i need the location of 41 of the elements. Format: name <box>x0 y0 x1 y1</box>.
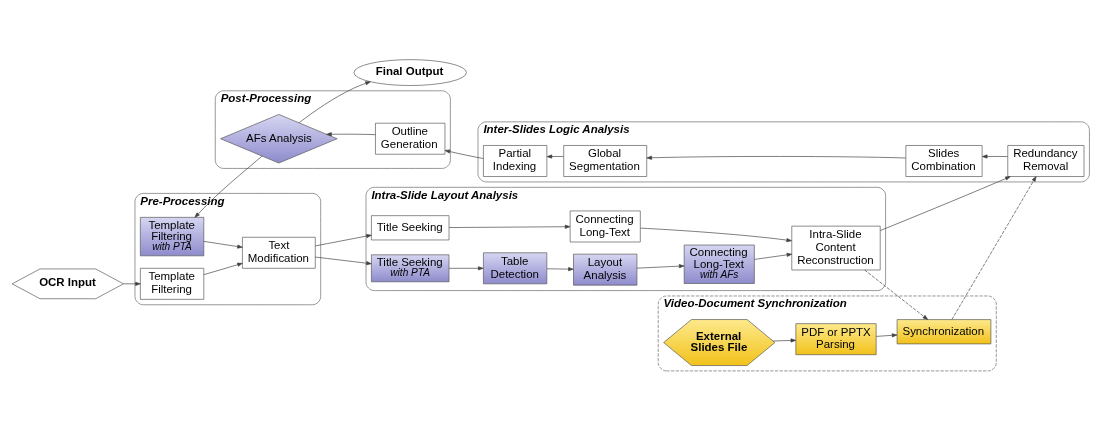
node-box: Intra-Slide Content Reconstruction <box>791 225 881 270</box>
node-box: Slides Combination <box>905 144 983 177</box>
arrow <box>123 281 141 286</box>
arrow <box>448 224 571 229</box>
arrow <box>203 262 243 275</box>
node-box: Global Segmentation <box>563 144 648 177</box>
arrow <box>298 80 371 123</box>
node-box: Outline Generation <box>375 122 446 155</box>
arrow <box>982 154 1008 158</box>
node-box: Connecting Long-Text <box>569 210 641 242</box>
node-box: Connecting Long-Text with AFs <box>683 244 755 284</box>
arrow <box>194 155 263 218</box>
arrow <box>444 149 484 159</box>
node-box: Table Detection <box>483 251 548 284</box>
node-box: Template Filtering <box>140 267 205 300</box>
arrow <box>546 154 564 158</box>
node-box: Redundancy Removal <box>1007 144 1085 177</box>
arrow <box>326 131 376 136</box>
arrow <box>951 175 1037 320</box>
node-box: Layout Analysis <box>573 253 638 286</box>
arrow <box>315 233 372 246</box>
arrow <box>203 240 243 249</box>
arrow <box>864 269 929 320</box>
arrow <box>754 252 793 260</box>
arrow <box>636 263 685 268</box>
arrow <box>880 175 1011 231</box>
arrow <box>772 338 797 342</box>
node-box: PDF or PPTX Parsing <box>795 322 877 355</box>
node-box: Synchronization <box>896 318 992 344</box>
node-diamond: AFs Analysis <box>220 113 338 163</box>
arrow <box>315 256 372 265</box>
node-box: Partial Indexing <box>483 144 548 177</box>
arrow <box>546 266 574 271</box>
node-box: Template Filtering with PTA <box>140 216 205 256</box>
arrow <box>646 155 906 160</box>
arrow <box>876 332 898 337</box>
node-box: Text Modification <box>242 236 316 269</box>
arrow <box>640 227 792 242</box>
node-box: Title Seeking <box>371 214 450 240</box>
node-box: Title Seeking with PTA <box>371 253 450 282</box>
arrow <box>448 265 484 270</box>
